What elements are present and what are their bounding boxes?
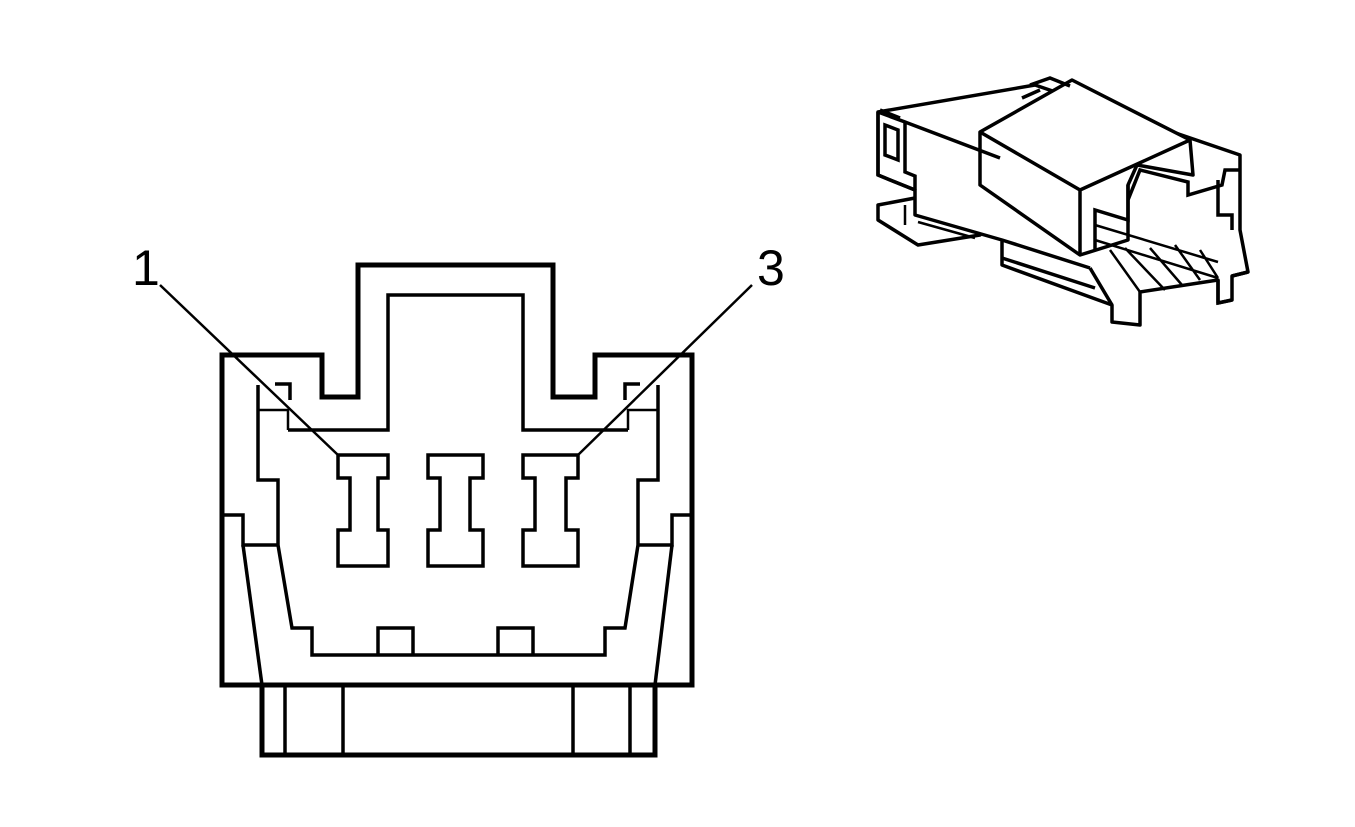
terminal-cavity-3: [521, 453, 580, 568]
iso-left-clip: [879, 108, 901, 163]
side-ridge-left: [222, 513, 278, 547]
inner-cavity: [256, 385, 660, 657]
side-ridge-right: [638, 513, 692, 547]
iso-rails: [1094, 223, 1220, 293]
iso-top-ridge: [978, 78, 1195, 257]
side-slope-right: [653, 544, 674, 686]
leader-line-pin-3: [577, 284, 753, 456]
bottom-skirt: [259, 685, 658, 758]
iso-left-frame: [876, 110, 1001, 192]
side-slope-left: [241, 544, 264, 686]
bottom-latch-window: [341, 683, 575, 755]
corner-notch-right: [626, 408, 658, 430]
leader-line-pin-1: [159, 284, 339, 456]
pin-label-3: 3: [757, 240, 785, 296]
corner-mark-right: [623, 382, 640, 400]
pin-label-1: 1: [132, 240, 160, 296]
connector-isometric-view: [876, 76, 1250, 327]
terminal-cavity-1: [336, 453, 390, 568]
iso-bottom-edges: [1001, 238, 1114, 306]
iso-top-ridge-edge: [979, 130, 1191, 255]
floor-tab-right: [496, 626, 535, 655]
terminal-cavity-2: [426, 453, 485, 568]
connector-face-view: 1 3: [132, 240, 785, 758]
floor-tab-left: [376, 626, 415, 655]
iso-top-latch: [1021, 76, 1071, 100]
housing-outline: [219, 262, 695, 688]
key-tab-inner: [288, 293, 628, 432]
iso-right-leg: [1216, 270, 1249, 306]
corner-notch-left: [258, 408, 290, 430]
corner-mark-left: [275, 382, 292, 400]
iso-right-cavity: [1093, 167, 1240, 250]
